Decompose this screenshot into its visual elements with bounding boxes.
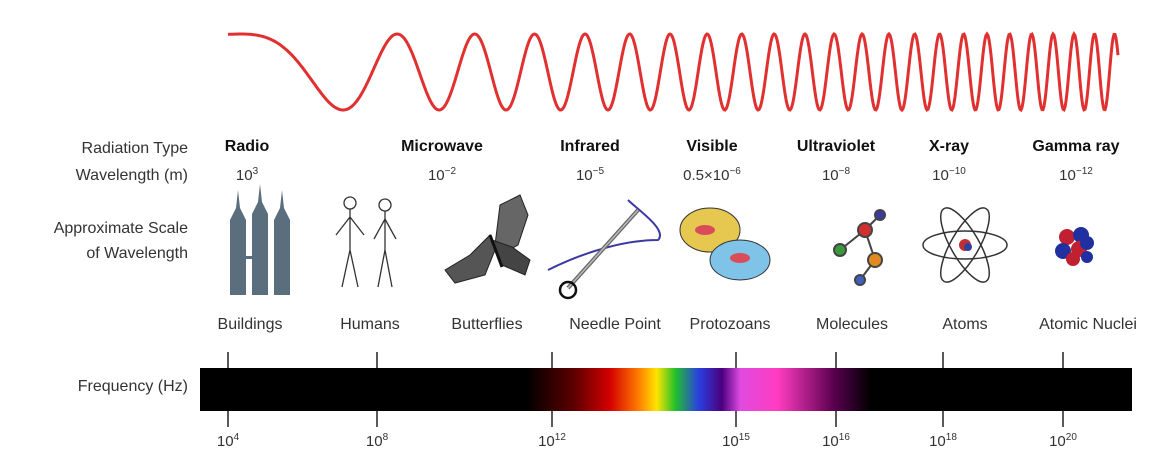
radiation-type-1: Microwave [401, 138, 483, 155]
scale-label-4: Protozoans [689, 316, 771, 333]
radiation-type-2: Infrared [560, 138, 620, 155]
scale-label-6: Atoms [942, 316, 988, 333]
wavelength-value-6: 10−12 [1059, 166, 1093, 184]
frequency-label-6: 1020 [1049, 432, 1077, 450]
wavelength-value-3: 0.5×10−6 [683, 166, 741, 184]
radiation-type-0: Radio [224, 138, 270, 155]
scale-label-5: Molecules [815, 316, 889, 333]
frequency-bar [200, 352, 1132, 427]
butterfly-icon [444, 194, 531, 284]
row-label-radiation-type: Radiation Type [81, 140, 188, 157]
frequency-label-4: 1016 [822, 432, 850, 450]
buildings-icon [230, 184, 290, 295]
scale-label-7: Atomic Nuclei [1039, 316, 1137, 333]
humans-icon [335, 196, 397, 288]
scale-label-2: Butterflies [451, 316, 523, 333]
wavelength-value-4: 10−8 [821, 166, 851, 184]
protozoa-icon [679, 207, 771, 281]
radiation-type-3: Visible [686, 138, 738, 155]
scale-label-3: Needle Point [569, 316, 661, 333]
row-label-scale-1: Approximate Scale [53, 220, 188, 237]
frequency-label-1: 108 [365, 432, 389, 450]
radiation-type-6: Gamma ray [1032, 138, 1120, 155]
frequency-label-5: 1018 [929, 432, 957, 450]
row-label-frequency: Frequency (Hz) [77, 378, 188, 395]
radiation-type-4: Ultraviolet [796, 138, 876, 155]
wave-line [227, 31, 1120, 113]
frequency-label-3: 1015 [722, 432, 750, 450]
wave-graphic [227, 31, 1120, 113]
wavelength-value-1: 10−2 [427, 166, 457, 184]
frequency-label-2: 1012 [538, 432, 566, 450]
radiation-type-5: X-ray [928, 138, 970, 155]
molecule-icon [833, 209, 886, 286]
wavelength-value-2: 10−5 [575, 166, 605, 184]
frequency-label-0: 104 [216, 432, 240, 450]
atom-icon [922, 207, 1008, 283]
row-label-wavelength: Wavelength (m) [75, 167, 188, 184]
wavelength-value-5: 10−10 [932, 166, 966, 184]
frequency-spectrum [200, 368, 1132, 411]
needle-icon [547, 199, 661, 300]
wavelength-value-0: 103 [235, 166, 259, 184]
scale-label-1: Humans [340, 316, 400, 333]
row-label-scale-2: of Wavelength [86, 245, 188, 262]
scale-label-0: Buildings [217, 316, 283, 333]
nucleus-icon [1055, 227, 1094, 266]
